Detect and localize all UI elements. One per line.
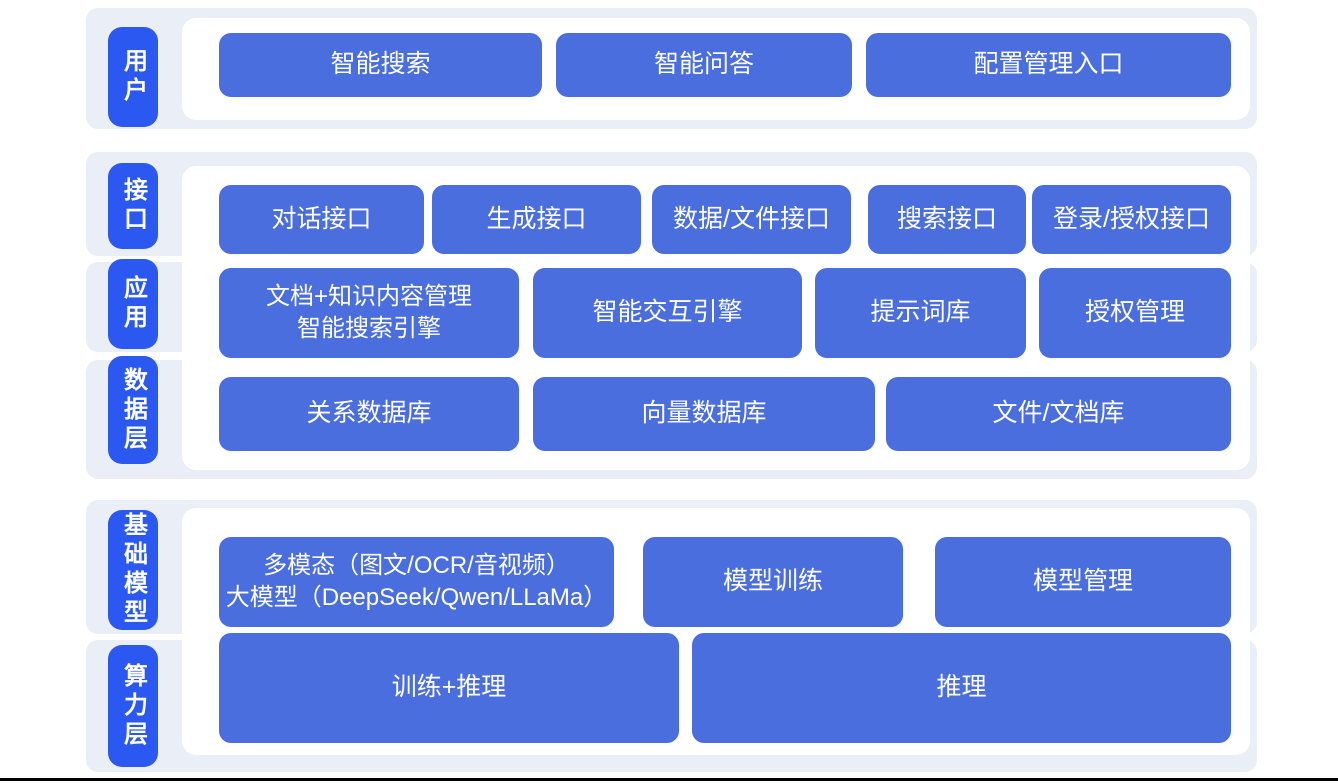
box-interaction-engine: 智能交互引擎 — [533, 268, 802, 358]
box-login-auth-api: 登录/授权接口 — [1032, 185, 1231, 254]
box-model-training: 模型训练 — [643, 537, 903, 627]
box-file-doc-db: 文件/文档库 — [886, 377, 1231, 451]
box-data-file-api: 数据/文件接口 — [652, 185, 851, 254]
box-training-inference: 训练+推理 — [219, 633, 679, 743]
box-multimodal-llm: 多模态（图文/OCR/音视频） 大模型（DeepSeek/Qwen/LLaMa） — [219, 537, 614, 627]
layer-pill-foundation-model: 基础模型 — [108, 510, 158, 630]
layer-pill-user: 用户 — [108, 27, 158, 127]
box-relational-db: 关系数据库 — [219, 377, 519, 451]
bottom-divider — [0, 778, 1338, 781]
box-model-management: 模型管理 — [935, 537, 1231, 627]
layer-pill-compute: 算力层 — [108, 645, 158, 767]
box-generation-api: 生成接口 — [432, 185, 641, 254]
box-smart-search: 智能搜索 — [219, 33, 542, 97]
layer-pill-application: 应用 — [108, 259, 158, 349]
box-prompt-library: 提示词库 — [815, 268, 1026, 358]
box-search-api: 搜索接口 — [868, 185, 1026, 254]
layer-pill-interface: 接口 — [108, 163, 158, 249]
box-dialog-api: 对话接口 — [219, 185, 424, 254]
box-inference: 推理 — [692, 633, 1231, 743]
box-doc-knowledge-search: 文档+知识内容管理 智能搜索引擎 — [219, 268, 519, 358]
layer-pill-data: 数据层 — [108, 356, 158, 464]
box-vector-db: 向量数据库 — [533, 377, 875, 451]
box-smart-qa: 智能问答 — [556, 33, 852, 97]
box-auth-management: 授权管理 — [1039, 268, 1231, 358]
box-config-entry: 配置管理入口 — [866, 33, 1231, 97]
